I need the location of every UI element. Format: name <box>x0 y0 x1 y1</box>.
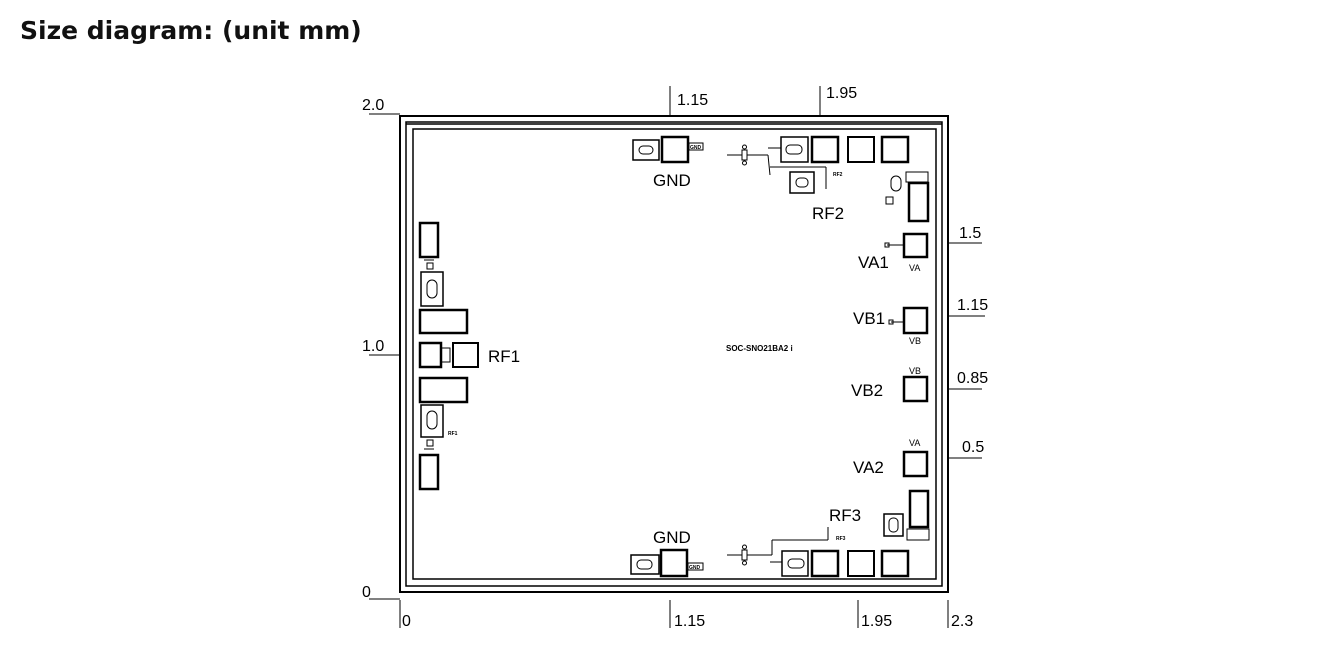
gnd-bottom-small-label: GND <box>689 565 701 571</box>
dim-right-2: 1.15 <box>957 297 988 314</box>
vb1-pad <box>888 306 929 335</box>
dim-top-1: 1.15 <box>677 92 708 109</box>
gnd-bottom-label: GND <box>653 528 691 547</box>
vb1-small-label: VB <box>909 336 921 346</box>
dim-bottom-4: 2.3 <box>951 613 973 630</box>
rf3-label: RF3 <box>829 506 861 525</box>
va1-small-label: VA <box>909 263 920 273</box>
dim-top-2: 1.95 <box>826 85 857 102</box>
dim-left-top: 2.0 <box>362 97 384 114</box>
va2-small-label: VA <box>909 438 920 448</box>
va2-label: VA2 <box>853 458 884 477</box>
gnd-bottom-pad <box>630 548 704 578</box>
rf1-group <box>418 221 479 491</box>
gnd-top-pad <box>632 135 704 164</box>
rf2-small-label: RF2 <box>833 172 843 178</box>
dim-bottom-1: 0 <box>402 613 411 630</box>
rf1-label: RF1 <box>488 347 520 366</box>
rf1-small-label: RF1 <box>448 431 458 437</box>
dim-left-bottom: 0 <box>362 584 371 601</box>
rf2-group <box>727 135 910 194</box>
dim-left-mid: 1.0 <box>362 338 384 355</box>
dimension-lines <box>369 86 985 628</box>
rf3-small-label: RF3 <box>836 536 846 542</box>
rf2-label: RF2 <box>812 204 844 223</box>
package-outline <box>399 115 949 593</box>
right-lower-vertical-pad <box>883 489 930 541</box>
gnd-top-label: GND <box>653 171 691 190</box>
dim-right-3: 0.85 <box>957 370 988 387</box>
dim-bottom-3: 1.95 <box>861 613 892 630</box>
va1-pad <box>884 232 929 259</box>
page-title: Size diagram: (unit mm) <box>20 16 362 45</box>
dim-right-1: 1.5 <box>959 225 981 242</box>
vb2-small-label: VB <box>909 366 921 376</box>
va1-label: VA1 <box>858 253 889 272</box>
gnd-top-small-label: GND <box>690 145 702 151</box>
dim-right-4: 0.5 <box>962 439 984 456</box>
vb2-label: VB2 <box>851 381 883 400</box>
chip-id-text: SOC-SNO21BA2 i <box>726 344 793 353</box>
vb1-label: VB1 <box>853 309 885 328</box>
vb2-pad <box>902 375 929 403</box>
va2-pad <box>902 450 929 478</box>
rf3-group <box>727 527 910 578</box>
dim-bottom-2: 1.15 <box>674 613 705 630</box>
right-upper-vertical-pad <box>885 171 930 223</box>
